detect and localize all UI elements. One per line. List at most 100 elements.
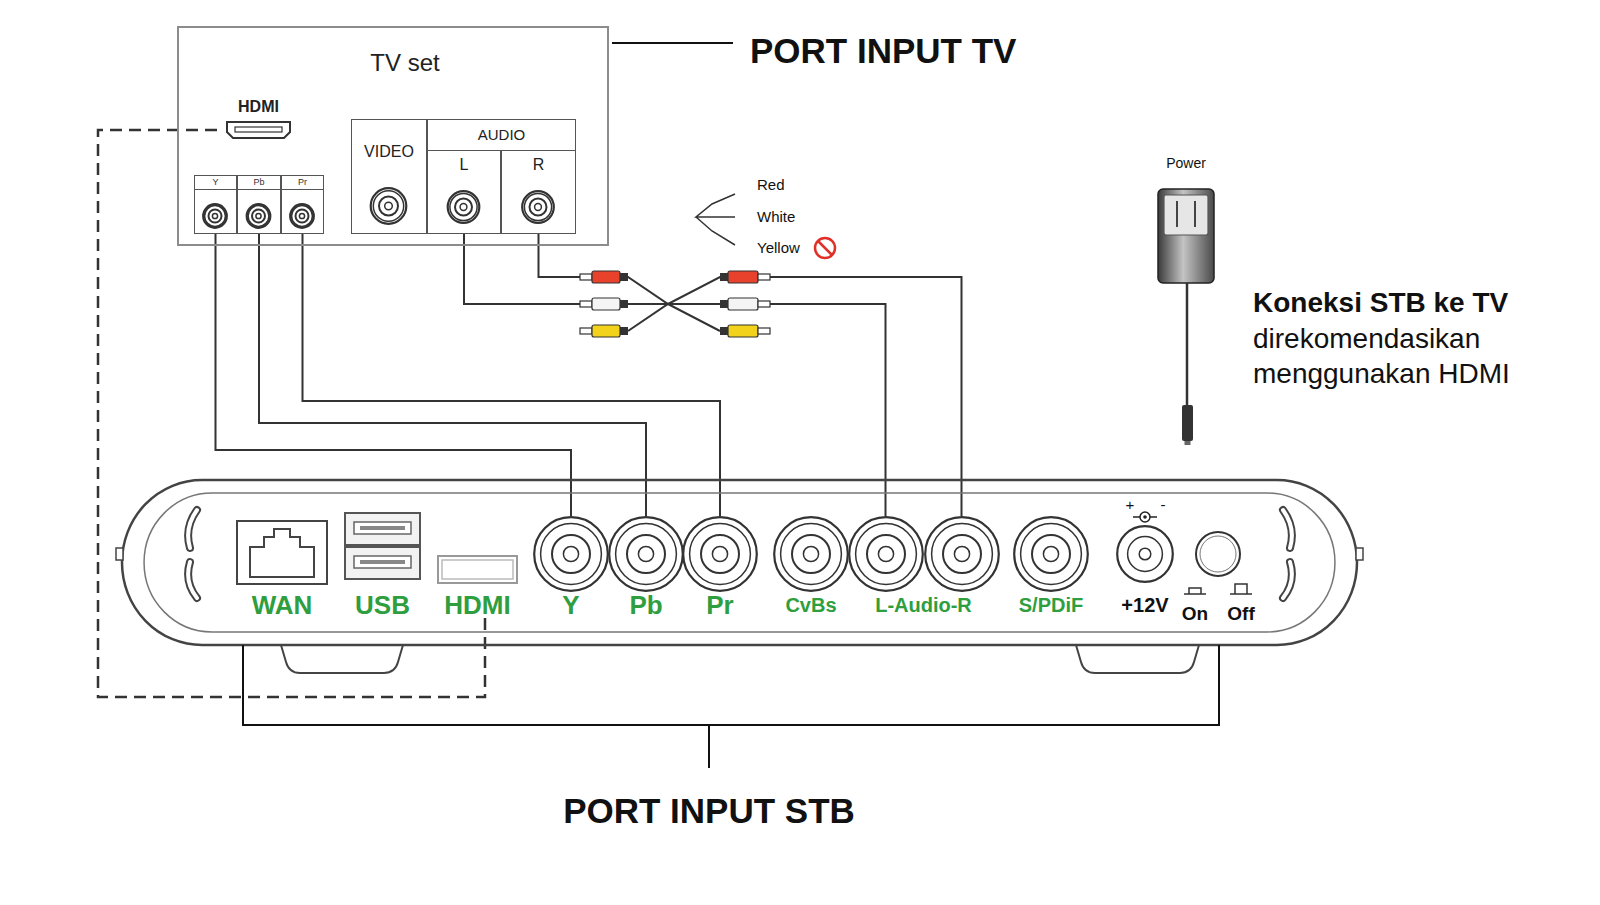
port-label: HDMI [224, 95, 293, 119]
dc-jack-pin [1139, 548, 1151, 560]
vent-slot [1283, 510, 1292, 598]
plug-boot [620, 273, 628, 281]
usb-tongue [360, 560, 405, 564]
port-icon [352, 162, 425, 232]
stb-port: OnOff [1172, 531, 1264, 626]
jack-rim [1014, 517, 1088, 591]
device-title: TV set [179, 28, 607, 77]
rj45-socket [250, 529, 314, 577]
port-icon [428, 175, 499, 232]
leader-line [612, 42, 733, 44]
dc-plug [1182, 405, 1193, 441]
polarity-symbol [1133, 516, 1140, 518]
plug-tip [758, 301, 770, 307]
stb-port: Y [533, 516, 609, 618]
vent-slot [188, 510, 197, 598]
av-cable [303, 234, 721, 516]
usb-tongue [360, 526, 405, 530]
jack-pin [563, 546, 578, 561]
jack-pin [954, 546, 969, 561]
jack-rim [203, 204, 227, 228]
rca-plugs-left [580, 271, 628, 337]
stb-port: Pb [608, 516, 684, 618]
jack-ring [205, 206, 226, 227]
jack-ring [541, 524, 602, 585]
jack-ring [530, 199, 547, 216]
stb-port: +12V [1116, 525, 1174, 618]
jack-ring [943, 535, 981, 573]
hdmi-slot [235, 127, 282, 132]
jack-rim [522, 191, 554, 223]
port-label: L [428, 151, 500, 175]
av-cable [259, 234, 646, 516]
plug-tip [758, 274, 770, 280]
port-label: Pr [282, 176, 323, 190]
jack-ring [781, 524, 842, 585]
port-icon [502, 175, 574, 232]
usb-slot [354, 556, 411, 568]
port-icon [773, 516, 849, 592]
vent-slot-inner [188, 510, 197, 598]
jack-pin [638, 546, 653, 561]
port-label: L-Audio-R [875, 592, 972, 618]
side-tab [1356, 548, 1363, 560]
jack-rim [683, 517, 757, 591]
stb-port: S/PDiF [1013, 516, 1089, 618]
component-input-jack: Pr [281, 175, 324, 234]
component-input-jack: Pb [237, 175, 281, 234]
annotation: direkomendasikan menggunakan HDMI [1253, 321, 1593, 391]
port-label: Y [562, 592, 579, 618]
port-label: R [502, 151, 575, 175]
polarity-symbol [1140, 512, 1150, 522]
audio-input-jack: R [501, 150, 576, 234]
plug-tip [580, 301, 592, 307]
hdmi-slot [442, 560, 513, 579]
dc-jack-rim [1117, 526, 1173, 582]
port-label: +12V [1121, 592, 1168, 618]
prohibited-sign [818, 241, 832, 255]
side-tab [116, 548, 123, 560]
stb-port: HDMI [437, 555, 518, 618]
jack-ring [552, 535, 590, 573]
dc-jack-ring [1128, 537, 1163, 572]
usb-socket [345, 547, 420, 579]
stb-port: CvBs [773, 516, 849, 618]
jack-ring [296, 210, 309, 223]
red-plug [592, 271, 620, 283]
callout-title: PORT INPUT TV [750, 30, 1016, 72]
plug-tip [580, 328, 592, 334]
port-icon [1172, 531, 1264, 598]
hdmi-input-port: HDMI [224, 95, 293, 141]
dc-plug-tip [1185, 441, 1191, 445]
annotation: Red [757, 176, 785, 194]
callout-title: PORT INPUT STB [563, 790, 855, 832]
port-icon [224, 119, 293, 141]
annotation: Koneksi STB ke TV [1253, 286, 1508, 320]
plug-boot [720, 300, 728, 308]
jack-pin [299, 213, 304, 218]
switch-on-symbol [1184, 588, 1206, 594]
jack-rim [774, 517, 848, 591]
jack-ring [690, 524, 751, 585]
jack-rim [925, 517, 999, 591]
power-switch-ring [1200, 536, 1236, 572]
yellow-cable [628, 304, 720, 331]
port-icon [848, 516, 1000, 592]
video-input-jack: VIDEO [351, 119, 427, 234]
switch-off-symbol [1230, 584, 1252, 594]
white-plug [592, 298, 620, 310]
switch-labels: OnOff [1172, 602, 1264, 626]
jack-ring [931, 524, 992, 585]
jack-rim [247, 204, 271, 228]
jack-ring [524, 193, 551, 220]
plug-boot [620, 327, 628, 335]
adapter-cord [1186, 283, 1189, 405]
annotation: + [1126, 496, 1135, 514]
jack-pin [460, 204, 467, 211]
adapter-prong [1194, 201, 1196, 227]
white-plug [728, 298, 758, 310]
hdmi-socket [438, 556, 517, 583]
jack-ring [248, 206, 269, 227]
av-cable [539, 234, 962, 516]
bracket [243, 645, 1219, 768]
